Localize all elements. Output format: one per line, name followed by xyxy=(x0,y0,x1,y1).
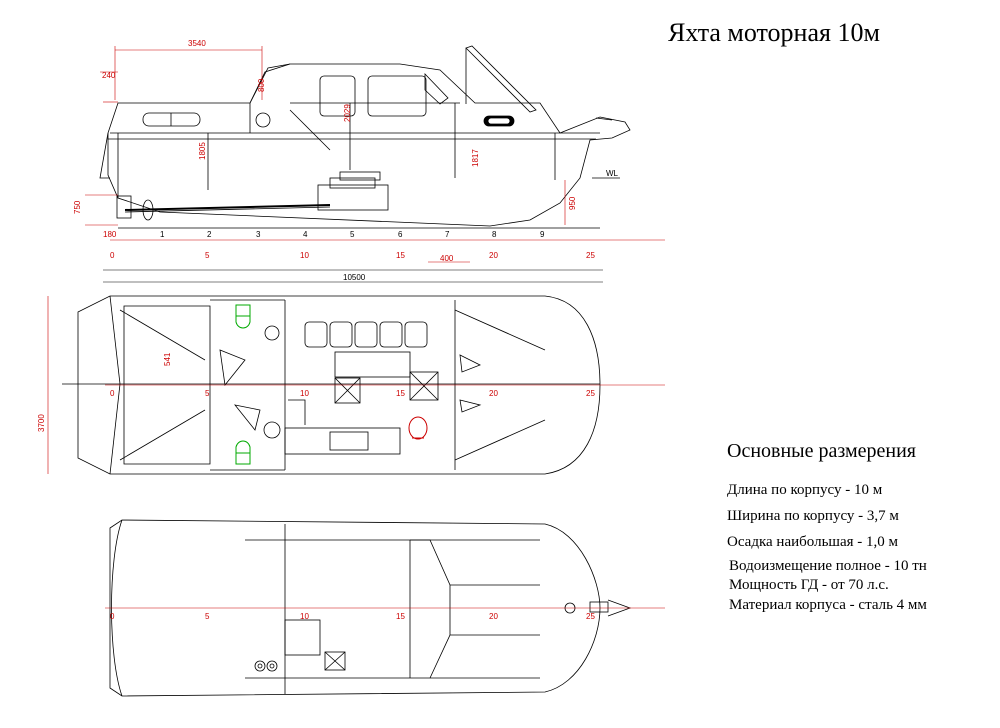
dim-950: 950 xyxy=(568,196,577,210)
frame-1: 1 xyxy=(160,230,165,239)
plan-scale-25: 25 xyxy=(586,389,595,398)
frame-5: 5 xyxy=(350,230,355,239)
seat-row xyxy=(304,321,428,348)
plan-scale-5: 5 xyxy=(205,389,210,398)
dim-800: 800 xyxy=(257,78,266,92)
dim-overall-length: 10500 xyxy=(343,273,366,282)
deck-scale-20: 20 xyxy=(489,612,498,621)
deck-scale-0: 0 xyxy=(110,612,115,621)
specs-heading: Основные размерения xyxy=(727,440,916,462)
frame-8: 8 xyxy=(492,230,497,239)
plan-scale-10: 10 xyxy=(300,389,309,398)
profile-scale-20: 20 xyxy=(489,251,498,260)
plan-view xyxy=(47,281,603,475)
spec-displacement: Водоизмещение полное - 10 тн xyxy=(729,558,927,574)
deck-scale-25: 25 xyxy=(586,612,595,621)
dim-1817: 1817 xyxy=(471,149,480,167)
dim-240: 240 xyxy=(102,71,116,80)
dim-750: 750 xyxy=(73,200,82,214)
frame-4: 4 xyxy=(303,230,308,239)
profile-scale-10: 10 xyxy=(300,251,309,260)
dim-1805: 1805 xyxy=(198,142,207,160)
frame-6: 6 xyxy=(398,230,403,239)
spec-hull-material: Материал корпуса - сталь 4 мм xyxy=(729,597,927,613)
profile-scale-5: 5 xyxy=(205,251,210,260)
plan-scale-15: 15 xyxy=(396,389,405,398)
frame-3: 3 xyxy=(256,230,261,239)
frame-2: 2 xyxy=(207,230,212,239)
frame-7: 7 xyxy=(445,230,450,239)
plan-scale-0: 0 xyxy=(110,389,115,398)
frame-9: 9 xyxy=(540,230,545,239)
dim-180: 180 xyxy=(103,230,117,239)
profile-scale-25: 25 xyxy=(586,251,595,260)
dim-541: 541 xyxy=(163,352,172,366)
deck-scale-5: 5 xyxy=(205,612,210,621)
waterline-label: WL xyxy=(606,169,619,178)
profile-scale-15: 15 xyxy=(396,251,405,260)
plan-scale-20: 20 xyxy=(489,389,498,398)
spec-engine-power: Мощность ГД - от 70 л.с. xyxy=(729,577,889,593)
spec-draft: Осадка наибольшая - 1,0 м xyxy=(727,534,898,550)
dim-2029: 2029 xyxy=(343,104,352,122)
profile-scale-0: 0 xyxy=(110,251,115,260)
deck-scale-10: 10 xyxy=(300,612,309,621)
spec-length: Длина по корпусу - 10 м xyxy=(727,482,883,498)
dim-400: 400 xyxy=(440,254,454,263)
dim-3700: 3700 xyxy=(37,414,46,432)
dim-3540: 3540 xyxy=(188,39,206,48)
spec-beam: Ширина по корпусу - 3,7 м xyxy=(727,508,899,524)
deck-scale-15: 15 xyxy=(396,612,405,621)
drawing-title: Яхта моторная 10м xyxy=(668,18,880,47)
profile-view xyxy=(99,45,631,229)
